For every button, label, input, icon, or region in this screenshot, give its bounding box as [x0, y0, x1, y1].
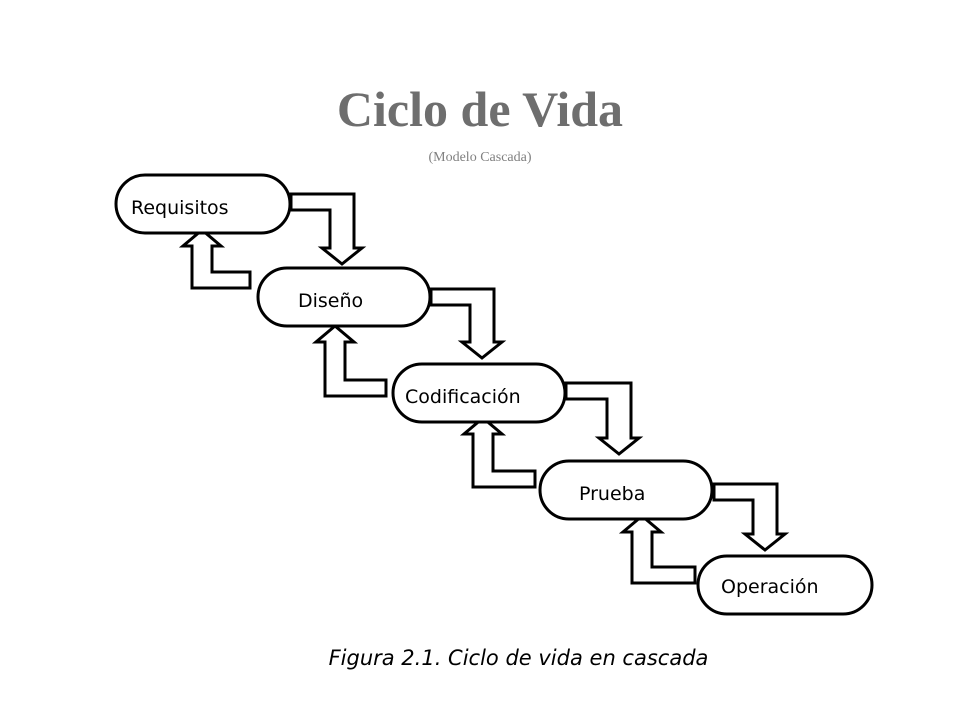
stage-diseno: Diseño [256, 266, 432, 328]
stage-label: Codificación [405, 386, 521, 408]
stage-label: Requisitos [131, 197, 229, 219]
feedback-arrow-1 [178, 228, 252, 290]
forward-arrow-4 [712, 482, 790, 552]
stage-label: Diseño [298, 290, 363, 312]
forward-arrow-3 [564, 381, 644, 456]
slide-title: Ciclo de Vida [336, 81, 624, 137]
stage-operacion: Operación [696, 554, 874, 616]
feedback-arrow-4 [618, 514, 697, 585]
stage-prueba: Prueba [538, 459, 714, 521]
stage-codificacion: Codificación [391, 362, 567, 424]
stage-requisitos: Requisitos [114, 173, 292, 235]
stage-label: Prueba [579, 483, 645, 505]
feedback-arrow-2 [311, 324, 388, 398]
slide-subtitle: (Modelo Cascada) [428, 150, 532, 165]
forward-arrow-2 [429, 287, 507, 360]
figure-caption: Figura 2.1. Ciclo de vida en cascada [328, 646, 709, 670]
stage-label: Operación [721, 576, 819, 598]
forward-arrow-1 [289, 192, 367, 266]
feedback-arrow-3 [459, 416, 537, 489]
